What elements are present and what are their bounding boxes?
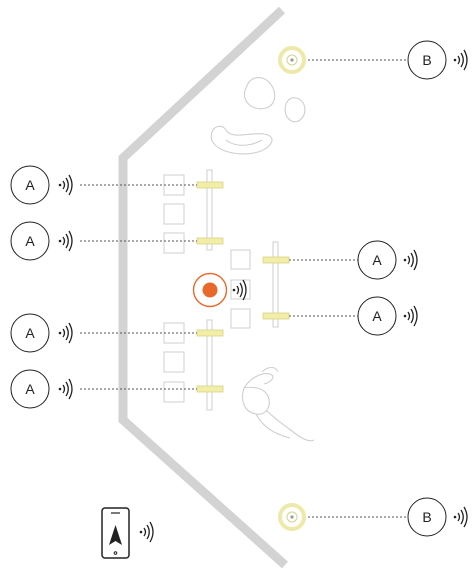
anchor-label: A [25,177,35,193]
seating-squares [163,174,251,403]
rails [206,169,279,411]
connector-lines [80,59,408,518]
signal-icon [403,305,418,327]
beacon-top [278,46,306,74]
sensor-left-4 [196,385,224,393]
smartphone-navigation-icon [101,507,154,559]
person-outline-icon [241,366,315,442]
signal-icon [58,322,73,344]
signal-icon [453,506,468,528]
sensor-right-2 [262,312,290,320]
user-location-marker [192,272,247,308]
signal-icon [58,378,73,400]
anchor-label: A [372,308,382,324]
signal-icon [232,279,247,301]
signal-icon [58,174,73,196]
anchor-node: A [10,221,73,261]
signal-icon [453,49,468,71]
sensor-right-1 [262,256,290,264]
anchor-node: A [10,369,73,409]
signal-icon [58,230,73,252]
building-wall [118,6,289,569]
sensor-left-1 [196,181,224,189]
anchor-label: A [372,252,382,268]
beacon-bottom [278,503,306,531]
anchor-label: A [25,325,35,341]
anchor-label: A [25,233,35,249]
anchor-node: A [357,240,418,280]
signal-icon [139,521,154,543]
signal-icon [403,249,418,271]
anchor-label: A [25,381,35,397]
anchor-node: A [10,313,73,353]
beacon-label: B [422,52,431,68]
sensor-left-3 [196,329,224,337]
beacon-label: B [422,509,431,525]
beacon-node: B [407,40,468,80]
anchor-node: A [357,296,418,336]
beacon-node: B [407,497,468,537]
sensor-left-2 [196,237,224,245]
lounge-furniture [210,77,306,155]
anchor-node: A [10,165,73,205]
